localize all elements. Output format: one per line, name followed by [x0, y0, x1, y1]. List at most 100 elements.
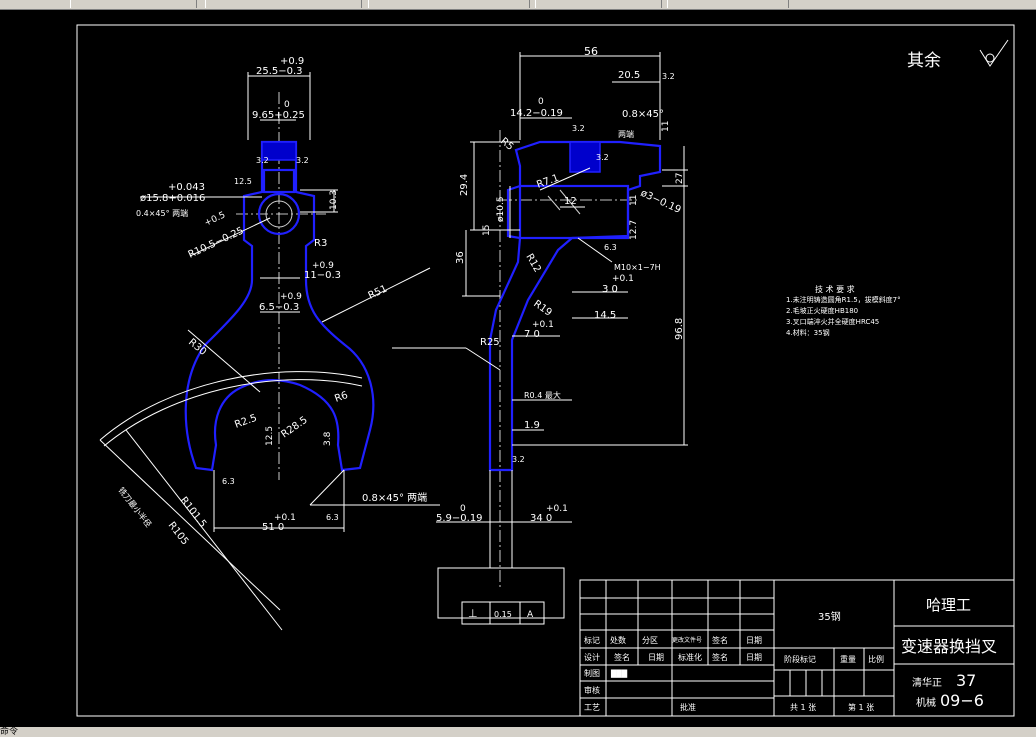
roughness-value: 12.5: [234, 177, 252, 186]
dim-d38: 3.8: [323, 431, 333, 446]
dim-tolerance: +0.043: [168, 182, 205, 193]
dim-h11: 11: [661, 121, 671, 132]
total-sheets: 共 1 张: [790, 703, 816, 712]
tool-path-arc: [99, 371, 363, 441]
dim-thread: M10×1−7H: [614, 263, 661, 272]
two-ends-note: 两端: [618, 129, 634, 139]
tech-req-item: 4.材料：35钢: [786, 328, 830, 337]
tb-cell: 工艺: [584, 703, 600, 712]
drawing-canvas[interactable]: 其余 +0.9 25.5−0.3 0 9.65+0.25 +0.043 ø15.…: [0, 10, 1036, 727]
dim-w56: 56: [584, 45, 598, 58]
dim-d59: 5.9−0.19: [436, 513, 483, 524]
tb-cell: 签名: [712, 652, 728, 662]
sheet-number: 第 1 张: [848, 702, 874, 712]
tb-cell: 日期: [648, 653, 664, 662]
bore-circle: [265, 200, 293, 228]
tb-cell: ███: [610, 669, 628, 678]
dim-tolerance: +0.9: [280, 56, 304, 67]
toolbar-tab[interactable]: [205, 0, 362, 8]
base-block: [437, 567, 565, 619]
dim-r1015: R101.5: [178, 495, 209, 530]
datum-label: A: [527, 610, 534, 620]
dim-d127: 12.7: [629, 220, 639, 240]
tool-radius-note: 铣刀最小半径: [116, 485, 153, 529]
toolbar-tab[interactable]: [368, 0, 530, 8]
tolerance-frame: [461, 601, 545, 625]
dim-d105: ø10.5: [496, 196, 506, 222]
drawing-number-prefix: 清华正: [912, 676, 942, 689]
roughness-value: 3.2: [256, 156, 269, 165]
dim-d34: 34 0: [530, 513, 552, 524]
tb-cell: 设计: [584, 652, 600, 662]
tech-req-item: 2.毛坡正火硬度HB180: [786, 306, 858, 315]
dim-r285: R28.5: [279, 415, 309, 441]
roughness-value: 6.3: [604, 243, 617, 252]
dim-tolerance: +0.1: [532, 320, 554, 330]
dim-d3: ø3−0.19: [639, 188, 683, 216]
dim-h968: 96.8: [674, 318, 685, 340]
tb-cell: 日期: [746, 636, 762, 645]
toolbar-tab[interactable]: [667, 0, 789, 8]
dim-r51: R51: [367, 283, 389, 301]
roughness-value: 3.2: [296, 156, 309, 165]
tb-cell: 批准: [680, 702, 696, 712]
dim-w51: 51 0: [262, 522, 284, 533]
dim-tolerance: +0.1: [274, 513, 296, 523]
toolbar-tab[interactable]: [535, 0, 662, 8]
left-view: +0.9 25.5−0.3 0 9.65+0.25 +0.043 ø15.8+0…: [99, 56, 440, 631]
tech-req-title: 技 术 要 求: [815, 284, 855, 294]
scale-label: 比例: [868, 654, 884, 664]
dim-h12: 12: [564, 196, 577, 207]
dim-top-width: 25.5−0.3: [256, 66, 303, 77]
drawing-number: 37: [956, 671, 976, 690]
window-toolbar: [0, 0, 1036, 10]
drawing-code: 09−6: [940, 691, 984, 710]
toolbar-tab[interactable]: [70, 0, 197, 8]
dim-w205: 20.5: [618, 70, 640, 81]
material: 35钢: [818, 610, 841, 623]
dim-w145: 14.5: [594, 310, 616, 321]
dim-r12: R12: [523, 252, 542, 275]
dim-r105: R105: [166, 520, 191, 547]
school-name: 哈理工: [926, 596, 971, 614]
dim-t7: 7 0: [524, 329, 540, 340]
dim-w65: 6.5−0.3: [259, 302, 299, 313]
tb-cell: 标记: [584, 635, 600, 645]
roughness-value: 6.3: [326, 513, 339, 522]
dim-d125: 12.5: [265, 426, 275, 446]
fork-tip: [569, 141, 601, 173]
status-bar: 命令: [0, 727, 1036, 737]
tech-requirements: 技 术 要 求 1.未注明铸造圆角R1.5，拔模斜度7° 2.毛坡正火硬度HB1…: [786, 284, 901, 337]
tb-cell: 制图: [584, 668, 600, 678]
dim-d142: 14.2−0.19: [510, 108, 563, 119]
hub-circle: [257, 192, 301, 236]
perpendicular-icon: ⊥: [468, 607, 478, 620]
dim-r25: R25: [480, 337, 500, 348]
dim-tolerance: +0.9: [280, 292, 302, 302]
tb-cell: 处数: [610, 635, 626, 645]
lug-top: [261, 141, 297, 161]
tb-cell: 分区: [642, 636, 658, 645]
tool-path-arc: [103, 379, 363, 447]
dim-t30: 3 0: [602, 284, 618, 295]
drawing-frame: [76, 24, 1015, 717]
dim-tolerance: +0.5: [203, 210, 227, 228]
dim-bore: ø15.8+0.016: [140, 193, 205, 204]
dim-r19: R19: [531, 298, 553, 318]
dim-r5: R5: [498, 136, 515, 153]
dim-tolerance: +0.1: [612, 274, 634, 284]
tb-cell: 审核: [584, 685, 600, 695]
dim-radius: R10.5−0.25: [187, 225, 246, 260]
dim-d11: 11: [629, 195, 639, 206]
dim-chamfer: 0.4×45° 两端: [136, 208, 188, 218]
dim-h36: 36: [455, 251, 466, 264]
dim-tolerance: +0.1: [546, 504, 568, 514]
dim-w19: 1.9: [524, 420, 540, 431]
roughness-value: 3.2: [512, 455, 525, 464]
roughness-value: 6.3: [222, 477, 235, 486]
status-text: 命令: [0, 727, 19, 737]
dim-tolerance: 0: [284, 100, 290, 110]
roughness-symbol-icon: [979, 39, 1009, 67]
dim-r25: R2.5: [233, 413, 258, 431]
tolerance-value: 0.15: [494, 610, 512, 619]
